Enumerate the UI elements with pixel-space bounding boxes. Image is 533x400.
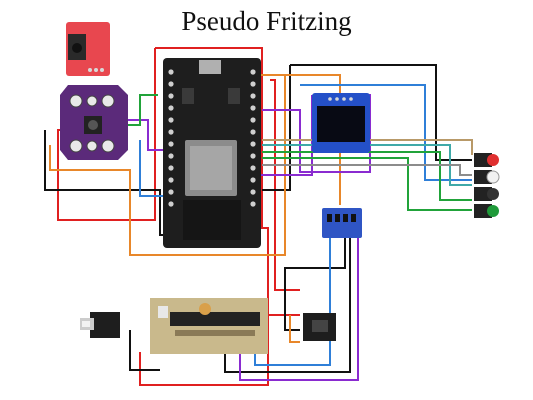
audio-amp [60, 85, 128, 160]
antenna-area [183, 200, 241, 240]
level-shifter [322, 208, 362, 238]
rtc-module [303, 313, 336, 341]
level-shifter-board [322, 208, 362, 238]
ir-receiver [80, 312, 120, 338]
audio-jack-hole [72, 43, 82, 53]
protoboard-mcu [150, 298, 268, 354]
wire-green [123, 94, 158, 126]
usb-port-icon [199, 60, 221, 74]
wire-green [262, 157, 472, 211]
amp-capacitors [69, 94, 115, 153]
wire-orange [285, 74, 341, 205]
wire-black [224, 230, 351, 373]
audio-jack [66, 22, 110, 76]
button-green [474, 204, 499, 218]
oled-display [312, 93, 370, 153]
wire-black [290, 64, 472, 161]
wire-black [129, 330, 160, 371]
button-red [474, 153, 499, 167]
button-white [474, 170, 500, 184]
wire-purple [125, 119, 163, 151]
esp32-pin-header [168, 69, 256, 207]
wire-blue [300, 84, 472, 181]
wire-red [270, 79, 300, 291]
esp32-devkit [163, 58, 261, 248]
wire-blue [254, 232, 331, 366]
push-buttons [474, 153, 500, 218]
crystal-capacitor [199, 303, 211, 315]
wire-red [155, 47, 300, 316]
wire-gray [262, 164, 472, 176]
wire-black [262, 65, 291, 191]
wire-orange [289, 315, 300, 343]
audio-jack-pins [88, 68, 104, 72]
mcu-chip [170, 312, 260, 326]
diagram-title: Pseudo Fritzing [181, 6, 352, 36]
oled-screen [317, 106, 365, 142]
button-black [474, 187, 499, 201]
ir-module-board [90, 312, 120, 338]
wire-purple [239, 232, 359, 381]
